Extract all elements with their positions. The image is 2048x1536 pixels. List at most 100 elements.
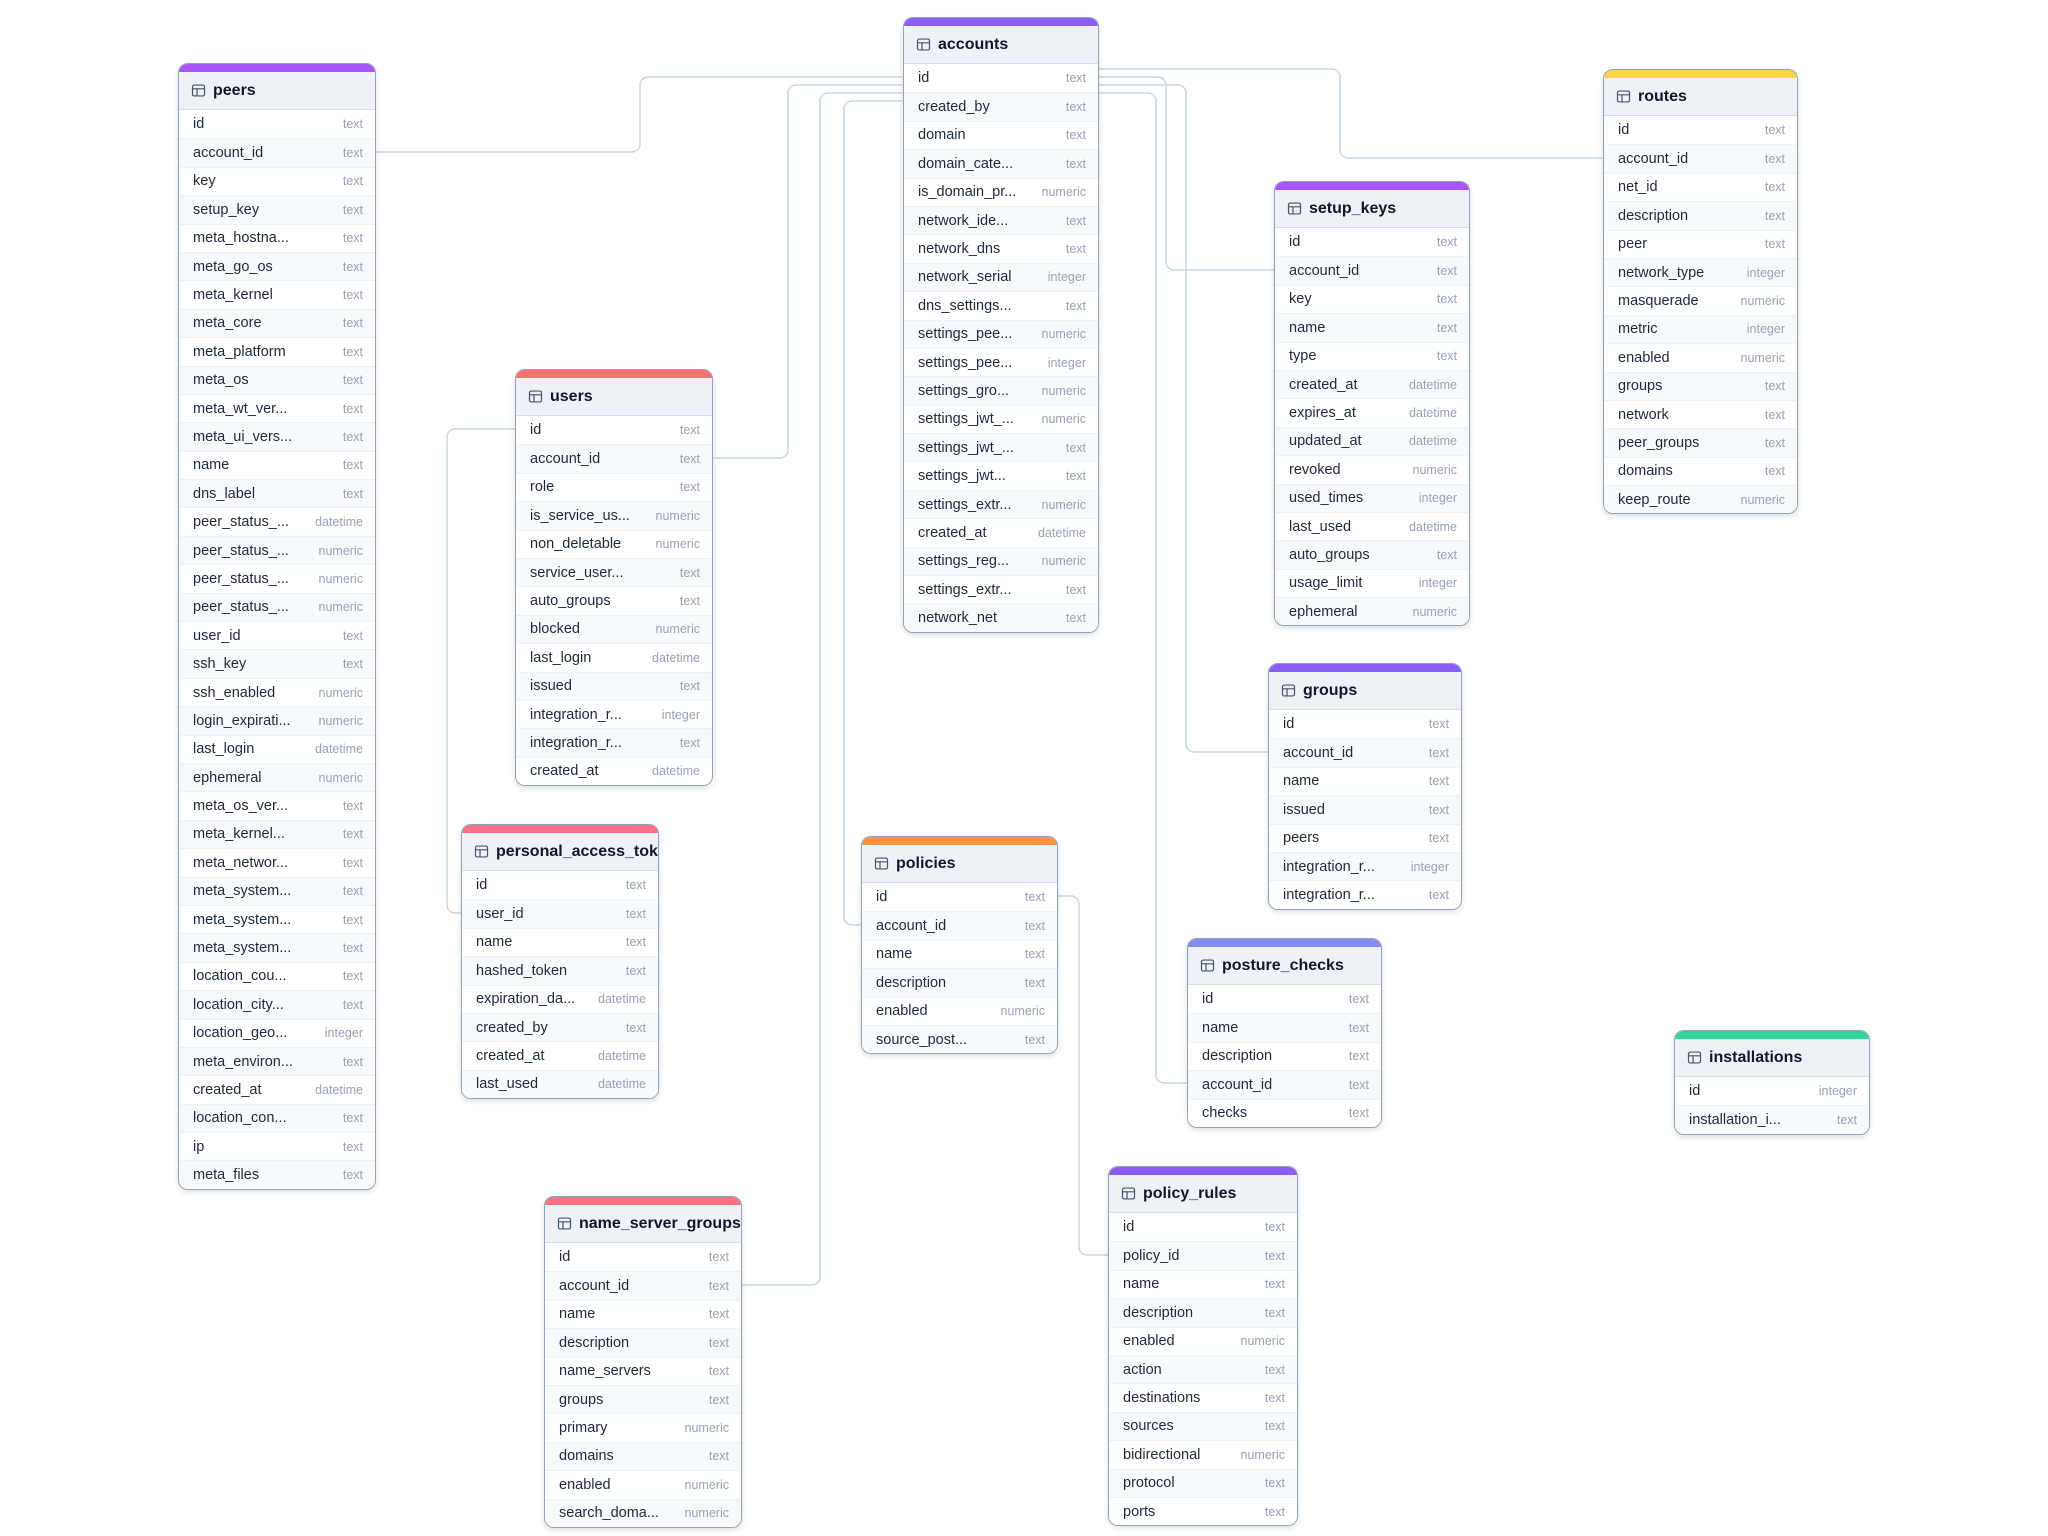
table-header[interactable]: routes	[1604, 78, 1797, 116]
field-row-peers-15: peer_status_...numeric	[179, 535, 375, 565]
field-name: service_user...	[530, 564, 624, 581]
field-row-peers-30: location_cou...text	[179, 961, 375, 990]
field-name: account_id	[1618, 151, 1689, 168]
table-header[interactable]: accounts	[904, 26, 1098, 64]
field-row-users-3: is_service_us...numeric	[516, 501, 712, 530]
table-header[interactable]: groups	[1269, 672, 1461, 710]
field-row-peers-25: meta_kernel...text	[179, 819, 375, 849]
field-name: ssh_key	[193, 656, 247, 673]
field-type: numeric	[318, 571, 363, 586]
field-name: key	[1289, 291, 1312, 308]
field-type: text	[1436, 235, 1457, 250]
table-header[interactable]: posture_checks	[1188, 947, 1381, 985]
field-type: text	[1436, 264, 1457, 279]
field-row-accounts-12: settings_jwt_...numeric	[904, 404, 1098, 433]
field-name: groups	[1618, 378, 1663, 395]
field-name: integration_r...	[530, 706, 622, 723]
field-type: text	[1836, 1113, 1857, 1128]
field-name: revoked	[1289, 461, 1341, 478]
field-name: masquerade	[1618, 293, 1699, 310]
field-name: description	[559, 1334, 630, 1351]
table-header[interactable]: personal_access_tokens	[462, 833, 658, 871]
table-accent-bar	[904, 18, 1098, 26]
field-type: text	[1428, 802, 1449, 817]
field-name: id	[1283, 716, 1295, 733]
field-row-peers-31: location_city...text	[179, 990, 375, 1019]
field-type: numeric	[1412, 462, 1457, 477]
field-name: name	[1202, 1020, 1239, 1037]
field-type: text	[625, 963, 646, 978]
field-type: text	[342, 1054, 363, 1069]
field-type: text	[1264, 1419, 1285, 1434]
table-header[interactable]: installations	[1675, 1039, 1869, 1077]
field-name: id	[193, 116, 205, 133]
table-header[interactable]: users	[516, 378, 712, 416]
field-row-peers-29: meta_system...text	[179, 933, 375, 962]
field-type: text	[1764, 180, 1785, 195]
field-type: datetime	[1409, 434, 1457, 449]
field-type: text	[342, 1168, 363, 1183]
field-type: integer	[1047, 355, 1086, 370]
field-name: meta_wt_ver...	[193, 400, 288, 417]
field-row-accounts-11: settings_gro...numeric	[904, 376, 1098, 405]
field-type: datetime	[315, 742, 363, 757]
field-type: text	[1764, 152, 1785, 167]
field-type: text	[1264, 1362, 1285, 1377]
field-row-accounts-8: dns_settings...text	[904, 291, 1098, 319]
table-name: peers	[213, 81, 256, 99]
field-type: numeric	[1240, 1334, 1285, 1349]
table-card-personal_access_tokens[interactable]: personal_access_tokens idtextuser_idtext…	[461, 824, 659, 1100]
table-name: policies	[896, 854, 956, 872]
field-name: non_deletable	[530, 536, 622, 553]
table-header[interactable]: setup_keys	[1275, 190, 1469, 228]
field-name: primary	[559, 1420, 608, 1437]
field-name: location_city...	[193, 996, 284, 1013]
table-header[interactable]: policy_rules	[1109, 1175, 1297, 1213]
field-type: datetime	[598, 992, 646, 1007]
table-header[interactable]: peers	[179, 72, 375, 110]
field-name: auto_groups	[530, 593, 611, 610]
field-name: location_con...	[193, 1110, 287, 1127]
field-name: id	[1689, 1083, 1701, 1100]
field-type: text	[342, 401, 363, 416]
relationship-line-name_server_groups.account_id-to-accounts.id	[742, 92, 903, 1286]
relationship-line-accounts.id-to-posture_checks.account_id	[1099, 92, 1187, 1084]
field-type: text	[708, 1392, 729, 1407]
field-type: datetime	[652, 764, 700, 779]
field-name: account_id	[530, 451, 601, 468]
field-type: text	[342, 855, 363, 870]
table-header[interactable]: name_server_groups	[545, 1205, 741, 1243]
table-header[interactable]: policies	[862, 845, 1057, 883]
table-accent-bar	[1109, 1167, 1297, 1175]
field-type: text	[708, 1250, 729, 1265]
field-row-accounts-3: domain_cate...text	[904, 149, 1098, 178]
field-type: text	[679, 565, 700, 580]
field-name: integration_r...	[530, 734, 622, 751]
field-type: numeric	[318, 770, 363, 785]
field-type: text	[1264, 1220, 1285, 1235]
